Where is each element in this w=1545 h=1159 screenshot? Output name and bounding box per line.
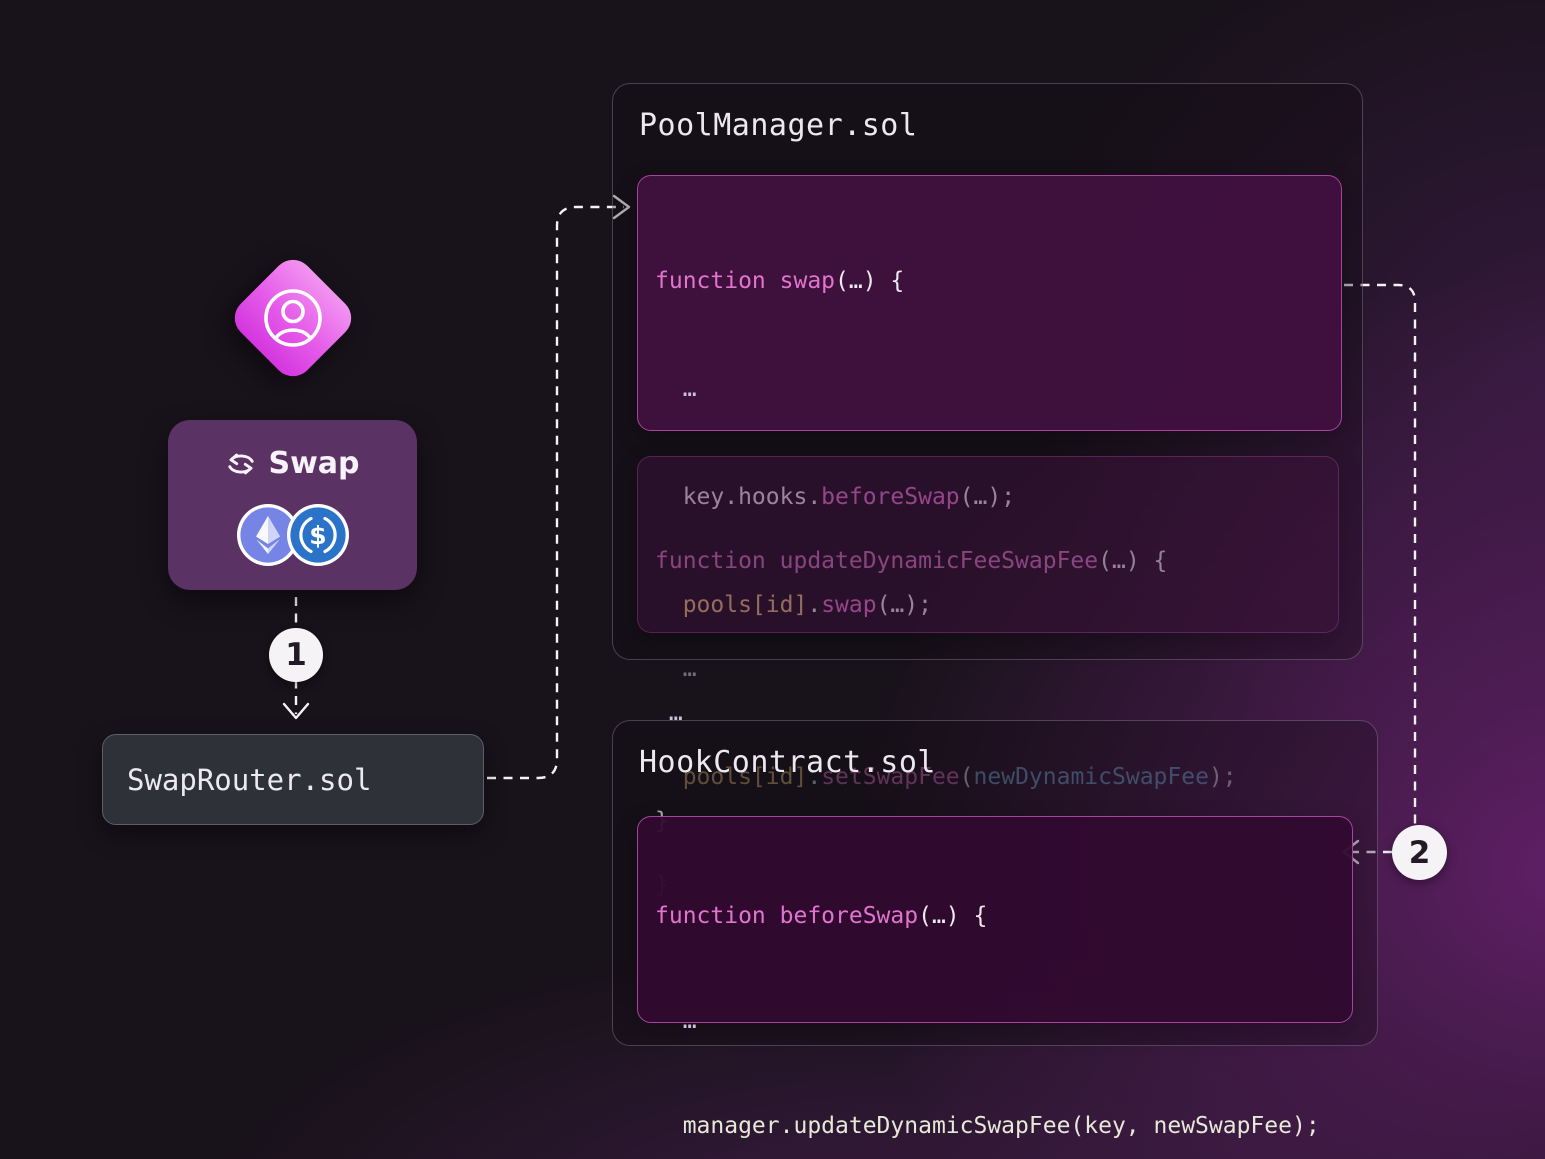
connector-router-to-poolmanager xyxy=(487,205,624,780)
usdc-coin-icon: $ xyxy=(286,504,349,566)
code-line: function swap(…) { xyxy=(655,263,1341,299)
code-token: manager.updateDynamicSwapFee(key, newSwa… xyxy=(655,1113,1320,1139)
code-token: updateDynamicFeeSwapFee xyxy=(779,548,1099,574)
swaprouter-label: SwapRouter.sol xyxy=(127,762,372,797)
code-token: (…); xyxy=(876,592,932,618)
code-token: beforeSwap xyxy=(779,903,919,929)
code-line: function beforeSwap(…) { xyxy=(655,899,1352,934)
code-line: … xyxy=(655,651,1338,687)
svg-text:$: $ xyxy=(309,521,326,550)
code-line: key.hooks.beforeSwap(…); xyxy=(655,479,1341,515)
code-token: swap xyxy=(821,592,877,618)
hookcontract-beforeswap-function-block: function beforeSwap(…) { … manager.updat… xyxy=(637,816,1353,1139)
code-line: function updateDynamicFeeSwapFee(…) { xyxy=(655,543,1338,579)
code-token: (…) { xyxy=(835,268,905,294)
code-token: swap xyxy=(779,268,836,294)
code-token: (…) { xyxy=(918,903,988,929)
code-token: newDynamicSwapFee xyxy=(973,764,1209,790)
hookcontract-panel: HookContract.sol function beforeSwap(…) … xyxy=(612,720,1378,1139)
step-badge-1: 1 xyxy=(269,628,323,682)
code-token: . xyxy=(807,592,822,618)
code-line: pools[id].swap(…); xyxy=(655,587,1341,623)
code-token: pools[id] xyxy=(655,592,808,618)
code-token: key.hooks. xyxy=(655,484,822,510)
arrowhead-down-icon xyxy=(282,702,310,720)
swap-arrows-icon xyxy=(228,453,255,474)
code-line: pools[id].setSwapFee(newDynamicSwapFee); xyxy=(655,759,1338,795)
code-token: ( xyxy=(959,764,974,790)
poolmanager-title: PoolManager.sol xyxy=(639,108,918,143)
hookcontract-title: HookContract.sol xyxy=(639,745,936,780)
code-line: … xyxy=(655,371,1341,407)
code-token: beforeSwap xyxy=(821,484,960,510)
step-badge-2: 2 xyxy=(1392,825,1447,880)
poolmanager-swap-function-block: function swap(…) { … key.hooks.beforeSwa… xyxy=(637,175,1342,834)
code-token: function xyxy=(655,903,780,929)
code-token: function xyxy=(655,548,780,574)
code-token: … xyxy=(655,656,697,682)
swap-card: Swap $ xyxy=(168,420,417,590)
eth-coin-icon xyxy=(236,504,299,566)
poolmanager-panel: PoolManager.sol function swap(…) { … key… xyxy=(612,83,1363,898)
swap-card-label: Swap xyxy=(268,446,360,481)
code-token: (…); xyxy=(959,484,1016,510)
code-token: … xyxy=(655,700,683,726)
code-token: function xyxy=(655,268,780,294)
step-1-label: 1 xyxy=(285,637,307,673)
poolmanager-updatefee-function-block: function updateDynamicFeeSwapFee(…) { … … xyxy=(637,456,1339,898)
swap-card-label-row: Swap xyxy=(168,446,417,481)
step-2-label: 2 xyxy=(1408,834,1431,871)
code-line: … xyxy=(655,695,1341,731)
user-in-circle-icon xyxy=(264,289,322,347)
code-token: … xyxy=(655,376,697,402)
code-token: (…) { xyxy=(1098,548,1168,574)
code-token: pools[id] xyxy=(655,764,808,790)
code-token: setSwapFee xyxy=(821,764,960,790)
code-line: … xyxy=(655,1004,1352,1039)
code-token: . xyxy=(807,764,822,790)
code-line: manager.updateDynamicSwapFee(key, newSwa… xyxy=(655,1109,1352,1144)
code-token: … xyxy=(655,1008,697,1034)
code-token: ); xyxy=(1208,764,1237,790)
swaprouter-box: SwapRouter.sol xyxy=(102,734,484,825)
swap-token-pair: $ xyxy=(168,503,417,567)
